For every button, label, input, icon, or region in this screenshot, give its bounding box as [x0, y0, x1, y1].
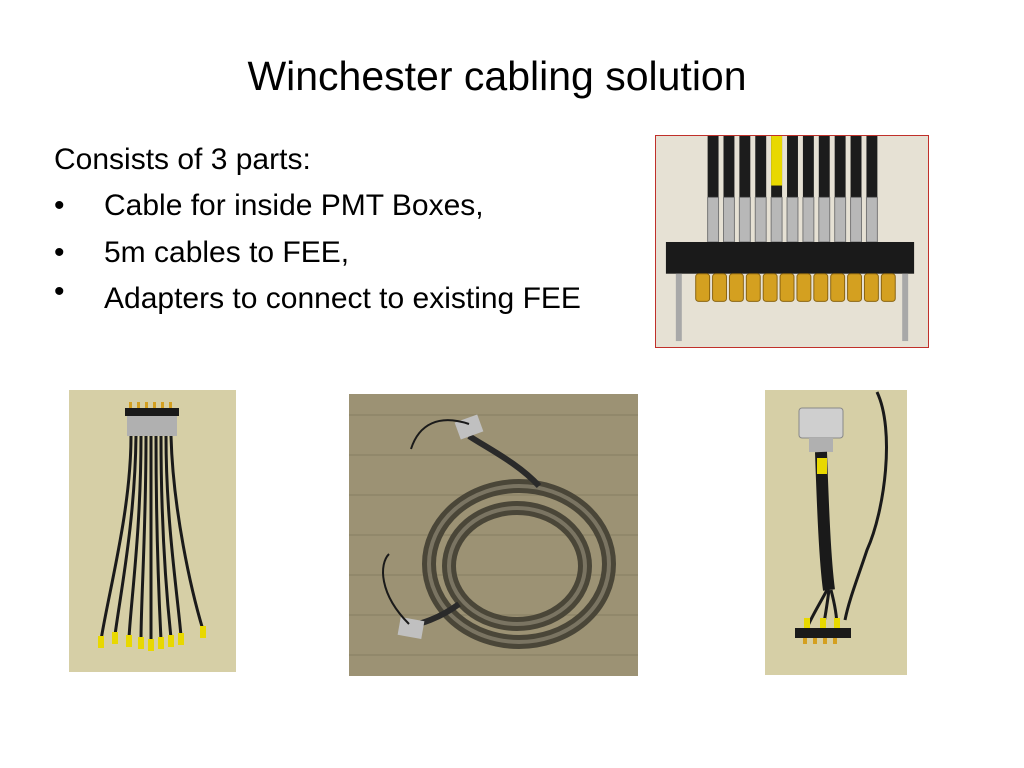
bullet-item: • Adapters to connect to existing FEE: [54, 276, 654, 315]
bullet-marker: •: [54, 236, 65, 269]
connector-closeup-photo: [655, 135, 929, 348]
slide-title: Winchester cabling solution: [247, 53, 747, 99]
adapter-cable-icon: [765, 390, 907, 675]
bullet-list: • Cable for inside PMT Boxes, • 5m cable…: [54, 182, 654, 315]
bullet-text: Cable for inside PMT Boxes,: [104, 189, 484, 222]
body-text: Consists of 3 parts: • Cable for inside …: [54, 138, 654, 315]
bullet-text: Adapters to connect to existing FEE: [104, 282, 581, 315]
intro-text: Consists of 3 parts:: [54, 143, 311, 176]
bullet-text: 5m cables to FEE,: [104, 236, 350, 269]
bnc-connector-row-icon: [656, 136, 928, 347]
coiled-cable-icon: [349, 394, 638, 676]
bullet-item: • Cable for inside PMT Boxes,: [54, 182, 654, 229]
bullet-marker: •: [54, 189, 65, 222]
cable-bundle-icon: [69, 390, 236, 672]
coiled-5m-cable-photo: [349, 394, 638, 676]
pmt-box-cable-photo: [69, 390, 236, 672]
bullet-marker: •: [54, 275, 65, 308]
bullet-item: • 5m cables to FEE,: [54, 229, 654, 276]
adapter-cable-photo: [765, 390, 907, 675]
